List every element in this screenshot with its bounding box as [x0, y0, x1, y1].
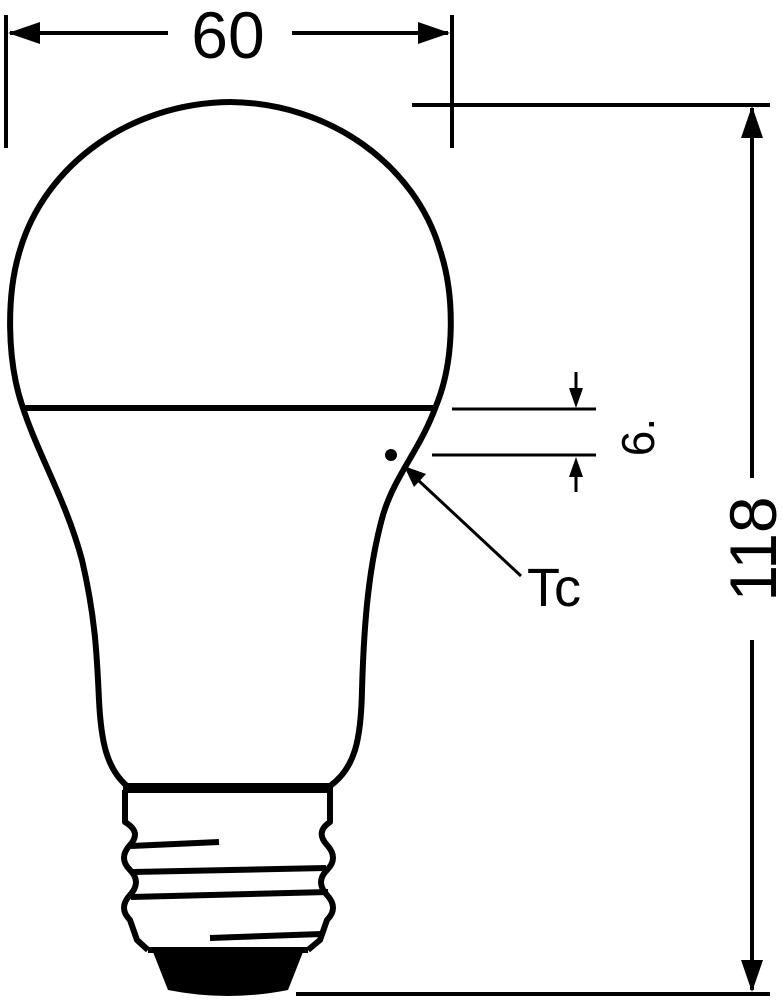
base-top-band	[123, 783, 333, 793]
tc-leader	[404, 466, 523, 578]
tc-leader-arrow	[404, 466, 426, 487]
width-arrow-left	[8, 22, 40, 44]
screw-right-profile	[306, 790, 336, 953]
height-label: 118	[716, 496, 783, 601]
bulb-globe	[7, 99, 454, 789]
thread-line-4	[209, 931, 323, 941]
tc-arrow-top	[569, 388, 583, 408]
height-arrow-bottom	[741, 960, 763, 992]
width-dimension	[4, 15, 454, 148]
tc-label: Tc	[527, 558, 581, 618]
contact-tip	[153, 952, 303, 996]
width-arrow-right	[418, 22, 450, 44]
tc-offset-dimension	[432, 372, 596, 492]
tc-arrow-bottom	[569, 457, 583, 477]
screw-left-profile	[121, 790, 151, 953]
height-arrow-top	[741, 106, 763, 138]
thread-line-1	[130, 839, 220, 849]
tc-offset-label: 6.	[612, 418, 664, 456]
tc-point	[385, 449, 397, 461]
thread-line-2	[132, 865, 327, 875]
bulb-outline	[7, 99, 454, 789]
screw-base	[121, 790, 336, 953]
thread-line-3	[130, 889, 329, 900]
tc-leader-line	[416, 478, 523, 578]
height-dimension	[296, 103, 770, 996]
width-label: 60	[191, 0, 264, 72]
